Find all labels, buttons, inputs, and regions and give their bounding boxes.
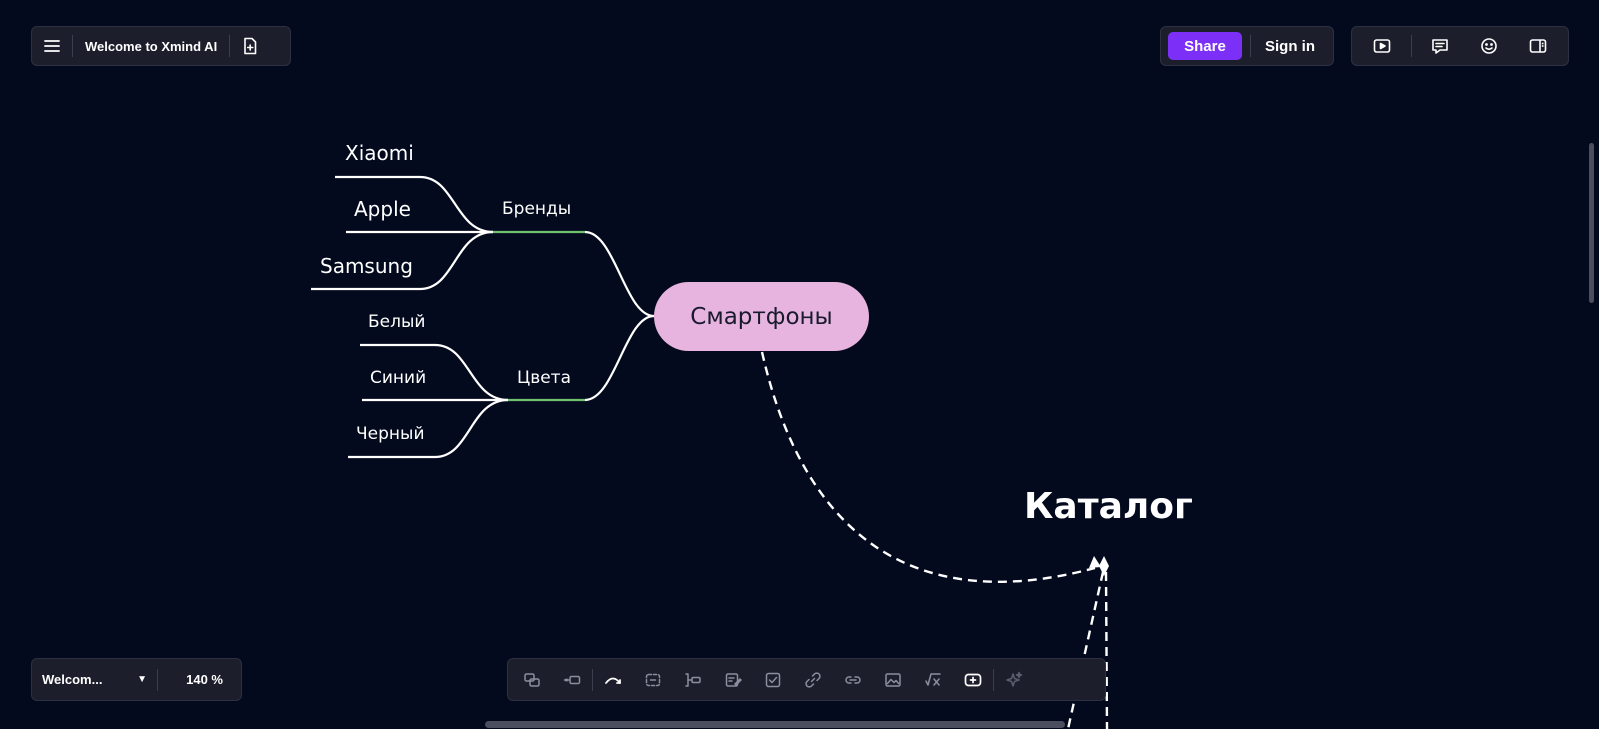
caret-down-icon: ▼ xyxy=(137,674,147,685)
sheet-name: Welcom... xyxy=(42,672,103,687)
toolbar-divider xyxy=(993,668,994,691)
top-left-toolbar: Welcome to Xmind AI xyxy=(31,26,291,66)
topic-blue[interactable]: Синий xyxy=(370,368,427,388)
topic-brands[interactable]: Бренды xyxy=(502,199,572,219)
insert-toolbar xyxy=(507,658,1106,701)
add-topic-icon[interactable] xyxy=(953,659,993,700)
topic-colors[interactable]: Цвета xyxy=(517,368,571,388)
hyperlink-icon[interactable] xyxy=(833,659,873,700)
subtopic-icon[interactable] xyxy=(512,659,552,700)
toolbar-divider xyxy=(1410,35,1412,57)
task-checkbox-icon[interactable] xyxy=(753,659,793,700)
share-button[interactable]: Share xyxy=(1168,32,1242,60)
floating-topic-catalog[interactable]: Каталог xyxy=(1024,486,1193,527)
outline-view-icon[interactable] xyxy=(1420,27,1460,65)
image-icon[interactable] xyxy=(873,659,913,700)
sheet-selector[interactable]: Welcom... ▼ xyxy=(32,672,157,687)
boundary-icon[interactable] xyxy=(633,659,673,700)
toolbar-divider xyxy=(229,35,231,57)
zoom-level[interactable]: 140 % xyxy=(186,672,223,687)
equation-icon[interactable] xyxy=(913,659,953,700)
toolbar-divider xyxy=(1250,35,1251,57)
toolbar-divider xyxy=(72,35,73,57)
emoji-sticker-icon[interactable] xyxy=(1469,27,1509,65)
toolbar-divider xyxy=(157,668,158,691)
ai-sparkle-icon[interactable] xyxy=(994,659,1034,700)
hamburger-menu-icon[interactable] xyxy=(32,27,72,65)
sign-in-button[interactable]: Sign in xyxy=(1259,37,1321,56)
topic-apple[interactable]: Apple xyxy=(354,197,411,221)
horizontal-scrollbar[interactable] xyxy=(485,721,1065,728)
vertical-scrollbar[interactable] xyxy=(1589,143,1594,303)
relationship-icon[interactable] xyxy=(593,659,633,700)
view-toolbar xyxy=(1351,26,1569,66)
topic-black[interactable]: Черный xyxy=(356,424,425,444)
summary-icon[interactable] xyxy=(673,659,713,700)
link-icon[interactable] xyxy=(793,659,833,700)
topic-white[interactable]: Белый xyxy=(368,312,426,332)
topic-after-icon[interactable] xyxy=(552,659,592,700)
topic-xiaomi[interactable]: Xiaomi xyxy=(345,141,414,165)
share-signin-toolbar: Share Sign in xyxy=(1160,26,1334,66)
new-file-plus-icon[interactable] xyxy=(230,27,270,65)
toolbar-divider xyxy=(592,668,593,691)
side-panel-icon[interactable] xyxy=(1518,27,1558,65)
central-topic-label: Смартфоны xyxy=(690,303,833,330)
topic-samsung[interactable]: Samsung xyxy=(320,254,413,278)
document-title[interactable]: Welcome to Xmind AI xyxy=(85,38,218,54)
sheet-zoom-toolbar: Welcom... ▼ 140 % xyxy=(31,658,242,701)
note-icon[interactable] xyxy=(713,659,753,700)
central-topic[interactable]: Смартфоны xyxy=(654,282,869,351)
play-presentation-icon[interactable] xyxy=(1362,27,1402,65)
